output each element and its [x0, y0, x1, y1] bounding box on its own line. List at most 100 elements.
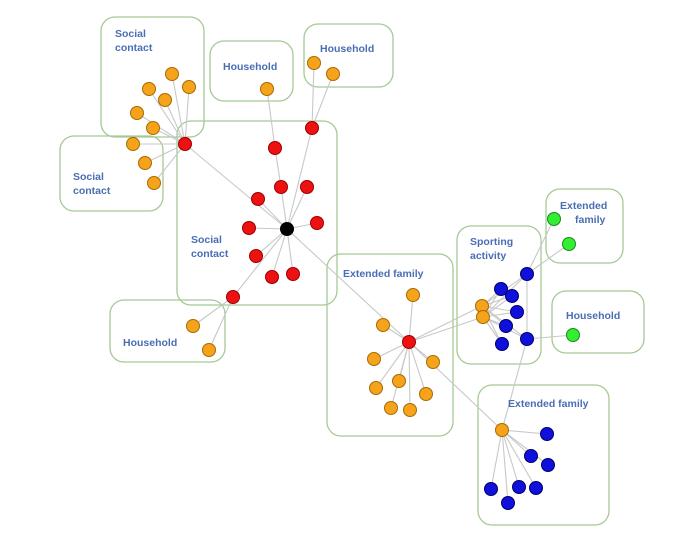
edge: [375, 341, 410, 389]
edge: [501, 338, 528, 431]
blue-node: [510, 305, 524, 319]
orange-node: [403, 403, 417, 417]
group-label-household-right: Household: [566, 310, 620, 322]
blue-node: [495, 337, 509, 351]
group-label-line: contact: [73, 185, 111, 197]
edge: [208, 296, 234, 351]
edge: [311, 73, 334, 129]
edge: [184, 86, 190, 145]
group-label-household-bottom-left: Household: [123, 337, 177, 349]
blue-node: [520, 267, 534, 281]
red-node: [242, 221, 256, 235]
orange-node: [406, 288, 420, 302]
edge: [482, 273, 528, 318]
orange-node: [426, 355, 440, 369]
edge: [501, 429, 549, 466]
blue-node: [501, 496, 515, 510]
orange-node: [202, 343, 216, 357]
red-node: [226, 290, 240, 304]
group-label-line: Household: [223, 61, 277, 73]
orange-node: [376, 318, 390, 332]
edge: [408, 341, 503, 431]
orange-node: [260, 82, 274, 96]
edge: [271, 228, 288, 278]
edge: [526, 218, 555, 275]
edge: [192, 296, 234, 327]
blue-node: [524, 449, 538, 463]
orange-node: [367, 352, 381, 366]
green-node: [547, 212, 561, 226]
edge: [408, 341, 427, 395]
orange-node: [495, 423, 509, 437]
green-node: [562, 237, 576, 251]
group-box-social-contact-center: [176, 120, 338, 306]
orange-node: [392, 374, 406, 388]
group-label-line: Extended: [560, 200, 607, 212]
blue-node: [520, 332, 534, 346]
edge: [501, 429, 509, 504]
edge: [311, 62, 315, 129]
group-label-extended-family-mid: Extended family: [343, 268, 424, 280]
edge: [171, 73, 186, 145]
blue-node: [484, 482, 498, 496]
orange-node: [182, 80, 196, 94]
group-label-household-top-right: Household: [320, 43, 374, 55]
group-label-line: Extended family: [508, 398, 589, 410]
orange-node: [126, 137, 140, 151]
black-node: [280, 222, 294, 236]
orange-node: [419, 387, 433, 401]
group-box-extended-family-bottom: [477, 384, 610, 526]
edges: [133, 62, 574, 504]
orange-node: [165, 67, 179, 81]
edge: [526, 243, 570, 275]
edge: [164, 99, 186, 145]
red-node: [249, 249, 263, 263]
blue-node: [499, 319, 513, 333]
edge: [266, 88, 276, 149]
orange-node: [146, 121, 160, 135]
edge: [408, 316, 484, 343]
orange-node: [307, 56, 321, 70]
orange-node: [147, 176, 161, 190]
group-box-sporting-activity: [456, 225, 542, 365]
edge: [408, 305, 483, 343]
blue-node: [494, 282, 508, 296]
group-label-line: Social: [191, 234, 222, 246]
orange-node: [138, 156, 152, 170]
group-label-extended-family-bottom: Extended family: [508, 398, 589, 410]
edge: [286, 186, 308, 230]
group-box-household-bottom-left: [109, 299, 226, 363]
nodes: [126, 56, 580, 510]
green-node: [566, 328, 580, 342]
edge: [153, 143, 186, 184]
red-node: [265, 270, 279, 284]
group-label-line: Extended family: [343, 268, 424, 280]
edge: [144, 143, 186, 164]
edge: [526, 334, 574, 340]
orange-node: [186, 319, 200, 333]
group-label-household-mid: Household: [223, 61, 277, 73]
edge: [286, 127, 313, 230]
edge: [286, 228, 410, 343]
edge: [408, 341, 411, 411]
orange-node: [142, 82, 156, 96]
blue-node: [529, 481, 543, 495]
red-node: [402, 335, 416, 349]
group-label-line: Household: [566, 310, 620, 322]
group-box-household-top-right: [303, 23, 394, 88]
orange-node: [130, 106, 144, 120]
edge: [501, 429, 520, 488]
orange-node: [158, 93, 172, 107]
edge: [501, 429, 537, 489]
edge: [280, 186, 288, 230]
edge: [148, 88, 186, 145]
group-label-line: Household: [320, 43, 374, 55]
edge: [286, 228, 294, 275]
orange-node: [369, 381, 383, 395]
red-node: [251, 192, 265, 206]
